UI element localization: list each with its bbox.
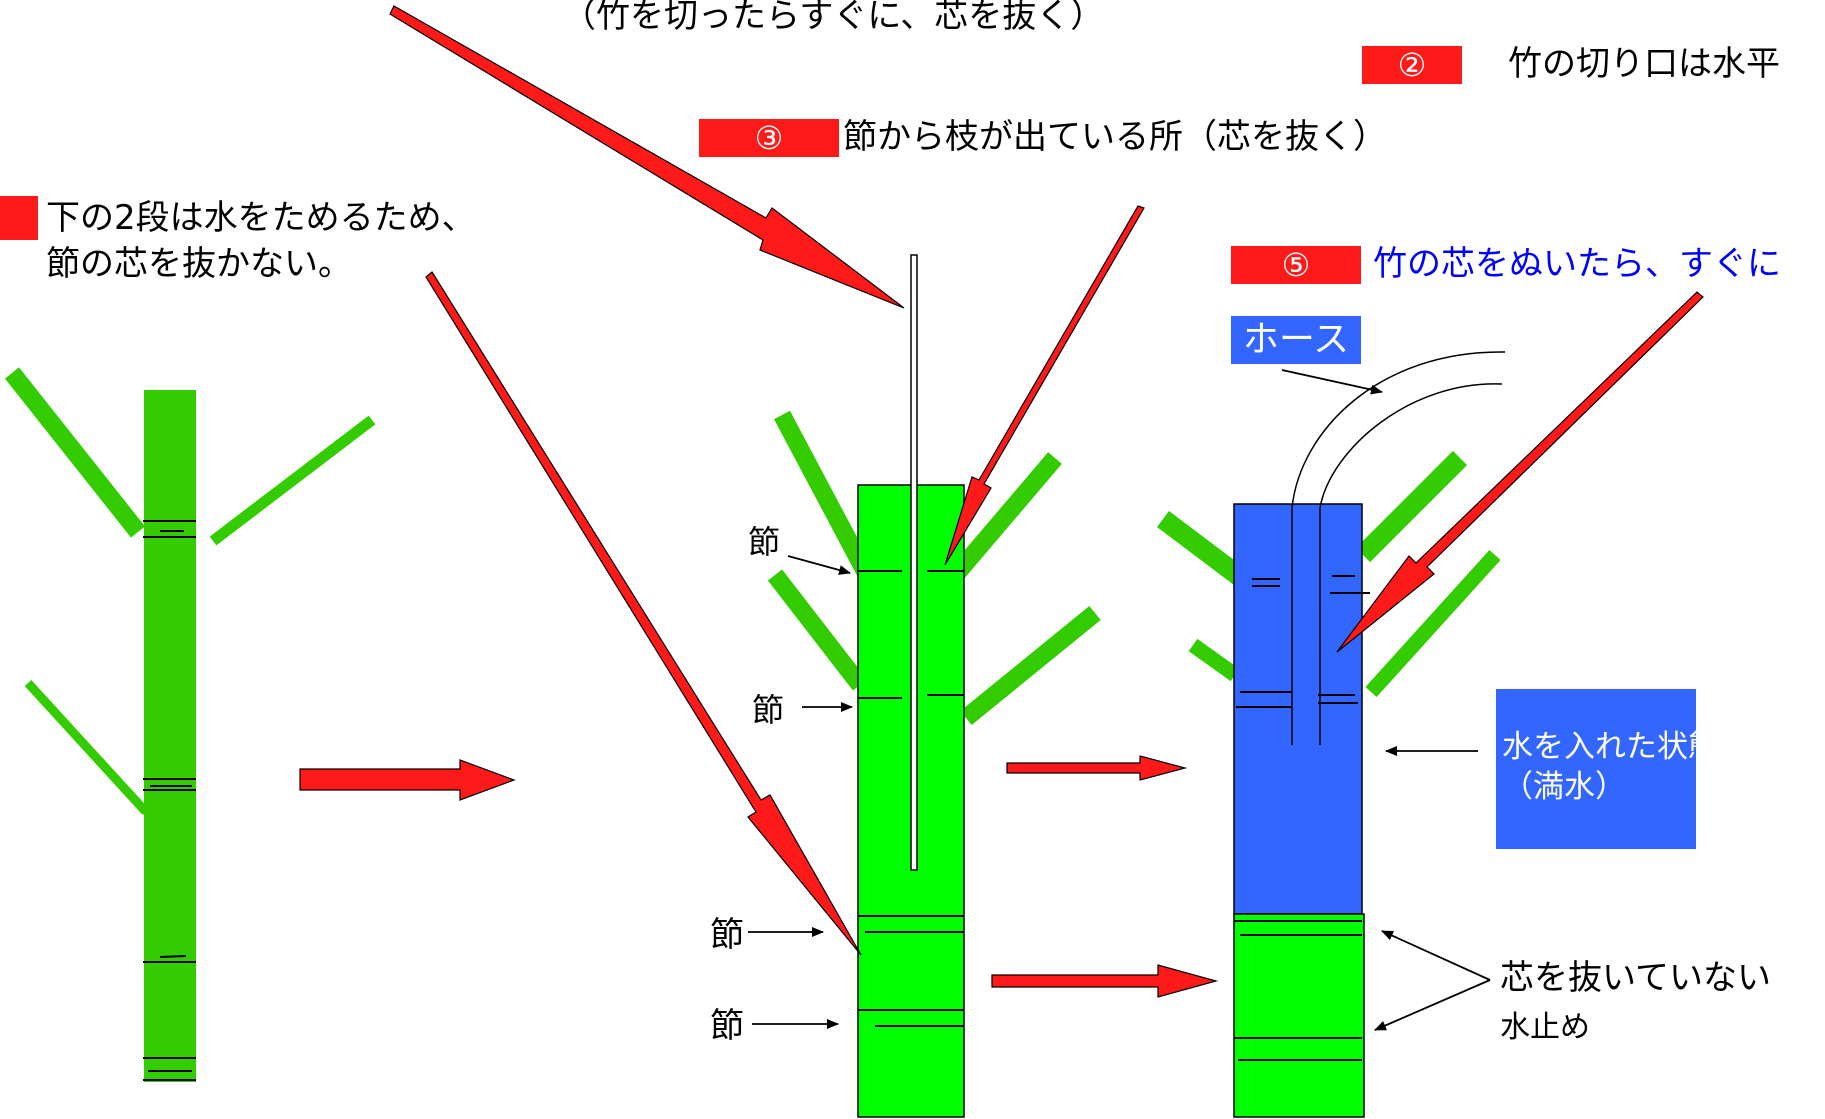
core-rod bbox=[910, 254, 918, 871]
step-2-text: 竹の切り口は水平 bbox=[1508, 44, 1780, 84]
step-4-line-1: 下の2段は水をためるため、 bbox=[46, 198, 476, 238]
step-4-badge bbox=[0, 196, 38, 240]
bamboo-2-branch bbox=[767, 569, 868, 691]
bamboo-2-branch bbox=[774, 410, 876, 582]
hose bbox=[1291, 351, 1506, 745]
stopper-label-line-2: 水止め bbox=[1500, 1010, 1590, 1045]
pointer-stopper-2 bbox=[1374, 979, 1491, 1031]
bamboo-1-branch bbox=[209, 415, 376, 546]
water-state-label: 水を入れた状態 （満水） bbox=[1496, 689, 1719, 849]
bamboo-2-node-lines bbox=[858, 570, 964, 1027]
bamboo-2-branch bbox=[951, 452, 1062, 578]
bamboo-1-branch bbox=[4, 367, 146, 538]
bamboo-1-node-lines bbox=[143, 520, 196, 1081]
bamboo-3-branch bbox=[1156, 511, 1247, 585]
top-note: （竹を切ったらすぐに、芯を抜く） bbox=[562, 0, 1105, 36]
arrow-process-3 bbox=[991, 964, 1219, 998]
water-filled-section bbox=[1233, 503, 1363, 915]
arrow-to-lower-node bbox=[425, 271, 862, 956]
bamboo-cut-section bbox=[767, 254, 1101, 1118]
stopper-label-line-1: 芯を抜いていない bbox=[1500, 958, 1771, 998]
bamboo-filled-water bbox=[1156, 351, 1506, 1118]
hose-label: ホース bbox=[1231, 316, 1361, 364]
bamboo-1-branch bbox=[24, 679, 150, 816]
step-3-badge: ③ bbox=[699, 119, 839, 157]
step-5-badge: ⑤ bbox=[1231, 246, 1361, 284]
water-state-line-2: （満水） bbox=[1502, 769, 1626, 805]
red-arrows bbox=[299, 5, 1704, 998]
arrow-process-2 bbox=[1006, 755, 1188, 781]
node-label-3: 節 bbox=[710, 915, 744, 955]
bamboo-3-branch bbox=[1355, 450, 1468, 563]
arrow-to-branch-node bbox=[944, 205, 1145, 566]
step-5-text: 竹の芯をぬいたら、すぐに bbox=[1373, 244, 1781, 284]
node-label-1: 節 bbox=[748, 523, 781, 561]
arrow-to-core-hole bbox=[1336, 291, 1704, 653]
bamboo-3-branch bbox=[1188, 638, 1240, 682]
step-3-text: 節から枝が出ている所（芯を抜く） bbox=[843, 117, 1387, 157]
node-label-4: 節 bbox=[710, 1006, 744, 1046]
arrow-process-1 bbox=[299, 759, 516, 801]
water-state-line-1: 水を入れた状態 bbox=[1502, 729, 1719, 765]
pointer-node-1 bbox=[787, 555, 851, 575]
node-label-2: 節 bbox=[752, 691, 785, 729]
step-2-badge: ② bbox=[1362, 46, 1462, 84]
bamboo-pole-original bbox=[4, 367, 376, 1082]
arrow-to-core-rod bbox=[389, 5, 905, 309]
pointer-arrows bbox=[748, 369, 1491, 1031]
step-4-line-2: 節の芯を抜かない。 bbox=[46, 244, 352, 284]
pointer-stopper-1 bbox=[1381, 930, 1491, 981]
bamboo-3-branch bbox=[1365, 549, 1501, 698]
bamboo-2-branch bbox=[960, 606, 1101, 725]
bamboo-3-node-lines bbox=[1234, 575, 1370, 1061]
bamboo-1-stem bbox=[144, 390, 196, 1082]
water-stopper-section bbox=[1233, 913, 1365, 1118]
pointer-hose bbox=[1281, 369, 1383, 395]
